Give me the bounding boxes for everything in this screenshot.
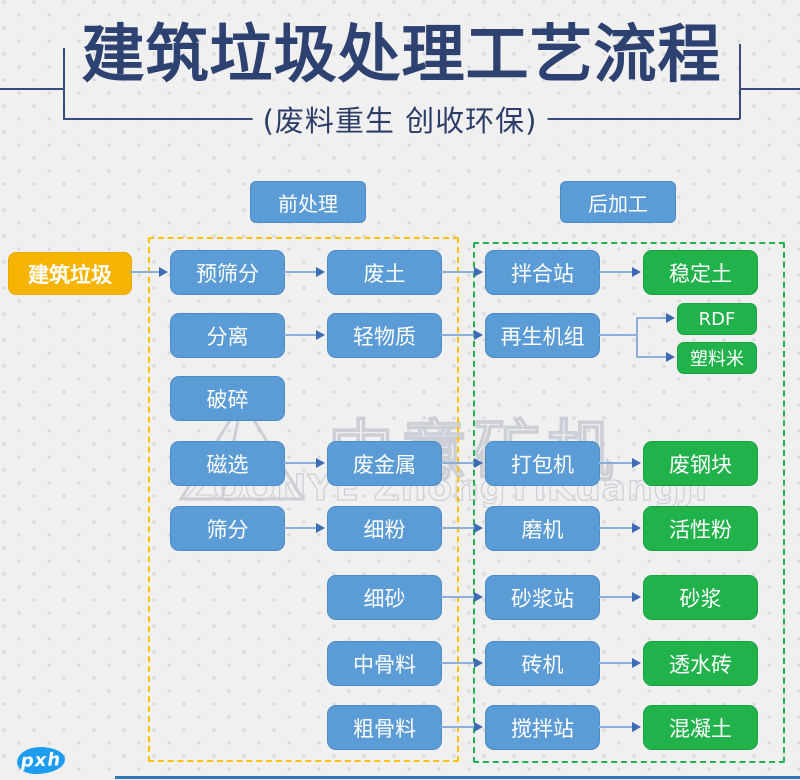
- arrow-light-to-recycling: [441, 330, 483, 340]
- node-separation: 分离: [170, 313, 285, 358]
- header-rule-left: [0, 88, 63, 90]
- node-screening: 筛分: [170, 506, 285, 551]
- node-baler: 打包机: [485, 441, 600, 486]
- arrow-mill-to-active: [599, 523, 641, 533]
- arrow-sand-to-mortarstation: [441, 592, 483, 602]
- node-permeable-brick: 透水砖: [643, 641, 758, 686]
- node-concrete: 混凝土: [643, 705, 758, 750]
- node-scrap-steel-block: 废钢块: [643, 441, 758, 486]
- header-rule-right: [740, 88, 800, 90]
- connector-branch-vertical: [636, 317, 638, 358]
- node-pre-screening: 预筛分: [170, 250, 285, 295]
- node-brick-machine: 砖机: [485, 641, 600, 686]
- arrow-baler-to-steel: [599, 458, 641, 468]
- arrow-branch-to-plastic: [636, 352, 675, 362]
- signature-text: pxh: [20, 749, 62, 772]
- section-header-preprocessing: 前处理: [250, 181, 366, 223]
- node-crushing: 破碎: [170, 376, 285, 421]
- node-mixing-station: 拌合站: [485, 250, 600, 295]
- node-construction-waste: 建筑垃圾: [8, 252, 132, 295]
- node-light-material: 轻物质: [327, 313, 442, 358]
- connector-recycling-stub: [599, 334, 637, 336]
- arrow-powder-to-mill: [441, 523, 483, 533]
- node-mortar-station: 砂浆站: [485, 575, 600, 620]
- node-scrap-metal: 废金属: [327, 441, 442, 486]
- node-plastic-pellets: 塑料米: [677, 342, 757, 374]
- section-header-postprocessing: 后加工: [560, 181, 676, 223]
- arrow-metal-to-baler: [441, 458, 483, 468]
- preprocessing-region-border: [148, 237, 459, 762]
- arrow-prescreen-to-soil: [284, 267, 325, 277]
- title-frame-right: [739, 44, 741, 119]
- node-mortar: 砂浆: [643, 575, 758, 620]
- arrow-magnetic-to-metal: [284, 458, 325, 468]
- node-active-powder: 活性粉: [643, 506, 758, 551]
- page-subtitle: (废料重生 创收环保): [252, 98, 548, 140]
- bottom-rule: [115, 776, 800, 779]
- arrow-agitation-to-concrete: [599, 722, 641, 732]
- node-waste-soil: 废土: [327, 250, 442, 295]
- node-fine-powder: 细粉: [327, 506, 442, 551]
- node-rdf: RDF: [677, 303, 757, 335]
- node-fine-sand: 细砂: [327, 575, 442, 620]
- node-agitation-station: 搅拌站: [485, 705, 600, 750]
- page-title: 建筑垃圾处理工艺流程: [81, 18, 722, 91]
- node-medium-aggregate: 中骨料: [327, 641, 442, 686]
- arrow-separation-to-light: [284, 330, 325, 340]
- node-magnetic-separation: 磁选: [170, 441, 285, 486]
- arrow-coarse-to-agitation: [441, 722, 483, 732]
- node-mill: 磨机: [485, 506, 600, 551]
- arrow-aggregate-to-brick: [441, 658, 483, 668]
- arrow-brickmachine-to-brick: [599, 658, 641, 668]
- node-coarse-aggregate: 粗骨料: [327, 705, 442, 750]
- title-frame-left: [63, 48, 65, 119]
- arrow-waste-to-prescreen: [130, 267, 168, 277]
- arrow-branch-to-rdf: [636, 313, 675, 323]
- node-stabilized-soil: 稳定土: [643, 250, 758, 295]
- arrow-soil-to-mixing: [441, 267, 483, 277]
- node-recycling-unit: 再生机组: [485, 313, 600, 358]
- postprocessing-region-border: [473, 242, 785, 763]
- arrow-mortarstation-to-mortar: [599, 592, 641, 602]
- arrow-mixing-to-stabilized: [599, 267, 641, 277]
- signature-blob: pxh: [16, 746, 66, 775]
- arrow-screening-to-powder: [284, 523, 325, 533]
